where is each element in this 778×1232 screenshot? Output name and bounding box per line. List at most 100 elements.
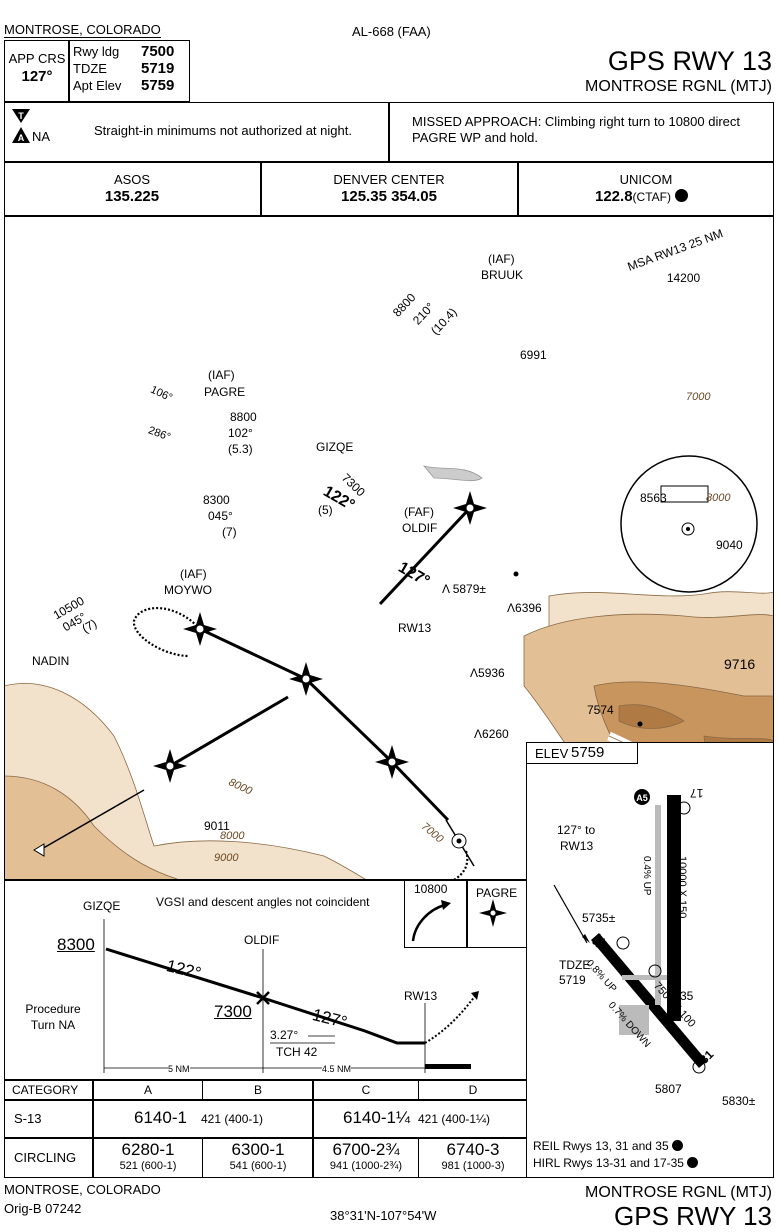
- moywo-role: (IAF): [180, 567, 207, 581]
- spot-elev-9011: 9011: [204, 819, 230, 833]
- spot-elev-6260: Λ6260: [474, 727, 509, 741]
- airport-name: MONTROSE RGNL (MTJ): [585, 78, 772, 95]
- comms-box: [4, 162, 774, 216]
- comm-unicom-name: UNICOM: [619, 172, 673, 187]
- spot-elev-5936-value: 5936: [478, 666, 505, 680]
- min-s13-cd-main: 6140-1¼: [343, 1108, 411, 1127]
- oldif-role: (FAF): [404, 505, 434, 519]
- lighting-note-2-text: HIRL Rwys 13-31 and 17-35: [533, 1156, 684, 1170]
- procedure-turn-2: Turn NA: [30, 1018, 76, 1032]
- missed-climb: [424, 995, 476, 1044]
- missed-altitude: 10800: [414, 882, 448, 896]
- terrain-west: [5, 682, 366, 879]
- contour-label-8000-east: 8000: [706, 492, 731, 504]
- min-col-3: [312, 1080, 314, 1178]
- missed-approach-icons-box: [404, 880, 527, 948]
- footer-airport: MONTROSE RGNL (MTJ): [585, 1184, 772, 1201]
- runway-number-35: 35: [680, 989, 694, 1003]
- profile-view: [4, 880, 527, 1080]
- missed-approach-line2: PAGRE WP and hold.: [412, 130, 538, 145]
- contour-label-8000-south: 8000: [220, 830, 245, 842]
- msa-altitude: 14200: [666, 271, 701, 285]
- gizqe-name: GIZQE: [316, 440, 354, 454]
- chart-title: GPS RWY 13: [607, 46, 772, 76]
- elev-5807: 5807: [655, 1082, 682, 1096]
- min-circling-c-main: 6700-2¾: [332, 1140, 400, 1159]
- vgsi-note: VGSI and descent angles not coincident: [156, 895, 370, 909]
- min-header-c: C: [361, 1083, 371, 1097]
- obstacle-5735: 5735±: [582, 911, 616, 925]
- min-circling-a-main: 6280-1: [121, 1140, 175, 1159]
- faf-cross-icon: [256, 991, 270, 1005]
- distance-5nm: 5 NM: [168, 1064, 190, 1074]
- a5-icon: A5: [634, 789, 650, 805]
- pcl-icon: [687, 1157, 699, 1168]
- waypoint-center: [489, 909, 497, 917]
- spot-elev-5879: Λ 5879±: [442, 582, 486, 596]
- min-circling-c-sub: 941 (1000-2¾): [329, 1160, 403, 1172]
- na-label: NA: [32, 129, 51, 144]
- straight-in-note: Straight-in minimums not authorized at n…: [94, 123, 352, 138]
- descent-path: [105, 947, 425, 1045]
- rw13-name: RW13: [398, 621, 432, 635]
- spot-elev-6260-value: 6260: [482, 727, 509, 741]
- moywo-name: MOYWO: [164, 583, 212, 597]
- nadin-name: NADIN: [32, 654, 70, 668]
- min-header-a: A: [143, 1083, 152, 1097]
- alternate-minimums-icon: A: [12, 127, 30, 143]
- pagre-leg-crs: 102°: [228, 426, 253, 440]
- svg-text:T: T: [18, 111, 24, 121]
- contour-label-7000-east: 7000: [686, 391, 711, 403]
- airport-diagram: [526, 742, 774, 1178]
- procedure-turn-1: Procedure: [25, 1002, 81, 1016]
- spot-elev-9040: 9040: [716, 538, 743, 552]
- airport-elev-label: ELEV: [535, 746, 569, 761]
- footer-title: GPS RWY 13: [614, 1201, 772, 1231]
- missed-icons-divider: [466, 880, 468, 948]
- approach-note-1: 127° to: [557, 823, 596, 837]
- min-hdr-line: [4, 1099, 527, 1101]
- oldif-name: OLDIF: [402, 521, 438, 535]
- tdze-diagram-label: TDZE: [559, 958, 591, 972]
- min-col-4a: [418, 1080, 419, 1100]
- min-col-1: [92, 1080, 94, 1178]
- profile-alt-7300: 7300: [214, 1002, 252, 1021]
- fix-symbols: [32, 490, 487, 857]
- profile-alt-8300: 8300: [57, 935, 95, 954]
- comms-divider-2: [517, 162, 519, 216]
- min-circling-label: CIRCLING: [14, 1150, 77, 1165]
- spot-elev-6396: Λ6396: [507, 601, 542, 615]
- app-crs-label: APP CRS: [8, 51, 66, 66]
- comm-asos-freq: 135.225: [104, 188, 160, 205]
- spot-elev-8563: 8563: [640, 491, 667, 505]
- spot-elev-5879-value: 5879±: [452, 582, 486, 596]
- min-s13-ab-main: 6140-1: [134, 1108, 187, 1127]
- spot-elev-6991: 6991: [520, 348, 547, 362]
- profile-gizqe: GIZQE: [83, 899, 121, 913]
- pagre-role: (IAF): [208, 368, 235, 382]
- minimums-table: [4, 1080, 527, 1178]
- lighting-note-2: HIRL Rwys 13-31 and 17-35: [533, 1156, 699, 1170]
- rwy-ldg-label: Rwy ldg: [73, 44, 120, 59]
- min-circling-d-main: 6740-3: [446, 1140, 500, 1159]
- app-crs-value: 127°: [21, 68, 53, 85]
- min-header-b: B: [253, 1083, 262, 1097]
- spot-elev-7574: 7574: [587, 703, 614, 717]
- obstacle-5830: 5830±: [722, 1094, 756, 1108]
- tdze-diagram-value: 5719: [559, 973, 586, 987]
- airport-elev-box: [526, 742, 638, 764]
- approach-note-leader: [553, 884, 588, 944]
- approach-note-2: RW13: [560, 839, 594, 853]
- svg-text:A5: A5: [636, 793, 648, 803]
- spot-elev-6396-value: 6396: [515, 601, 542, 615]
- rwy-ldg-value: 7500: [141, 43, 175, 60]
- min-header-category: CATEGORY: [12, 1083, 79, 1097]
- lighting-note-1-text: REIL Rwys 13, 31 and 35: [533, 1139, 669, 1153]
- comm-unicom-suffix: (CTAF): [632, 190, 671, 204]
- takeoff-minimums-icon: T: [12, 109, 30, 123]
- min-header-d: D: [468, 1083, 478, 1097]
- profile-rw13: RW13: [404, 989, 438, 1003]
- header-location: MONTROSE, COLORADO: [4, 22, 161, 38]
- distance-4-5nm: 4.5 NM: [322, 1064, 352, 1074]
- airport-diagram-svg: A5: [553, 789, 707, 1074]
